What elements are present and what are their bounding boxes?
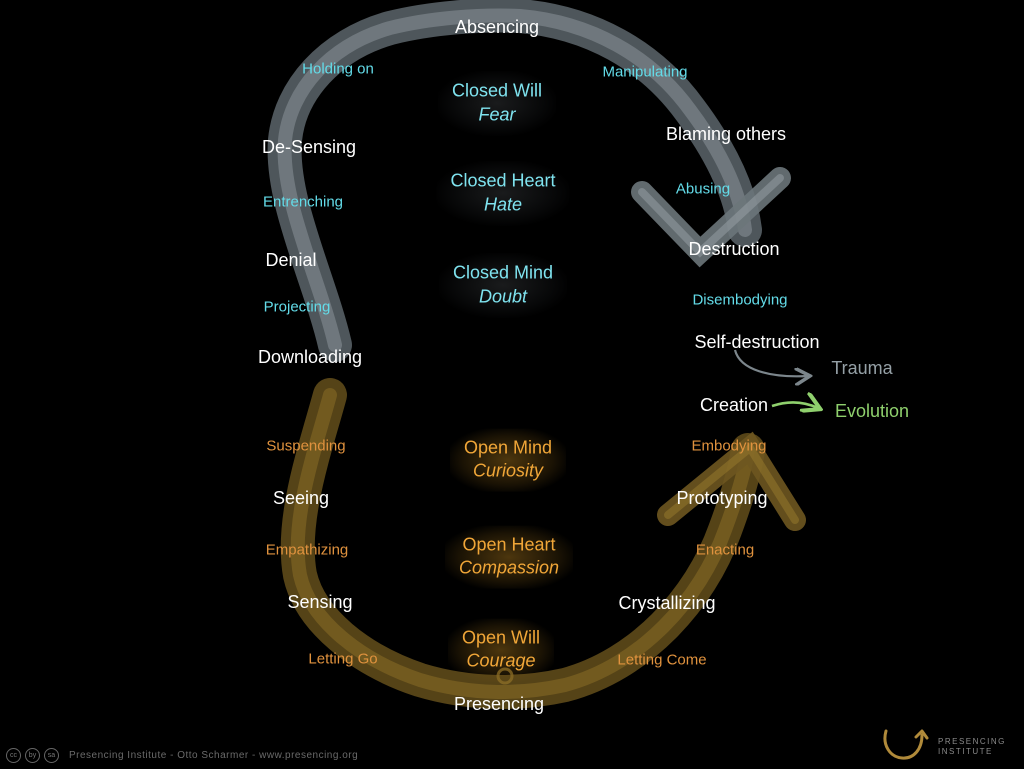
open-will-label: Open Will [461,627,541,648]
action-manipulating: Manipulating [602,63,688,81]
logo-text-line2: INSTITUTE [938,746,993,756]
action-entrenching: Entrenching [262,193,344,211]
action-abusing: Abusing [675,180,731,198]
node-sensing: Sensing [287,592,353,612]
footer: cc by sa Presencing Institute - Otto Sch… [6,745,358,765]
closed-will-box: Closed Will Fear [437,70,557,136]
node-de-sensing: De-Sensing [261,137,357,157]
action-letting-come: Letting Come [617,651,707,669]
node-downloading: Downloading [257,347,363,367]
action-embodying: Embodying [691,437,767,455]
closed-will-label: Closed Will [451,80,543,101]
presencing-label: Presencing [453,694,545,714]
trauma-arrow [733,349,808,376]
fear-label: Fear [478,105,516,125]
open-heart-box: Open Heart Compassion [444,525,574,589]
hate-label: Hate [483,195,523,215]
action-enacting: Enacting [695,541,755,559]
sa-icon: sa [44,747,59,763]
doubt-label: Doubt [478,287,528,307]
action-disembodying: Disembodying [692,291,788,309]
open-mind-box: Open Mind Curiosity [449,428,567,492]
action-letting-go: Letting Go [308,650,378,668]
action-holding-on: Holding on [302,60,374,78]
action-suspending: Suspending [266,437,346,455]
closed-mind-label: Closed Mind [452,262,554,283]
closed-heart-box: Closed Heart Hate [436,160,570,226]
logo-text-line1: PRESENCING [938,737,1006,746]
action-projecting: Projecting [263,298,331,316]
open-heart-label: Open Heart [462,534,556,555]
open-mind-label: Open Mind [463,437,553,458]
cc-icon: cc [6,747,21,763]
logo-arc-icon [883,729,929,760]
node-destruction: Destruction [688,239,780,259]
open-will-box: Open Will Courage [447,618,555,682]
footer-credit: Presencing Institute - Otto Scharmer - w… [69,749,359,761]
node-seeing: Seeing [272,488,330,508]
action-empathizing: Empathizing [265,541,349,559]
node-self-destruction: Self-destruction [694,332,820,352]
absencing-label: Absencing [454,17,540,37]
presencing-arc [280,378,806,709]
node-denial: Denial [265,250,317,270]
closed-mind-box: Closed Mind Doubt [438,252,568,318]
node-prototyping: Prototyping [676,488,768,508]
evolution-arrow [771,402,818,408]
closed-heart-label: Closed Heart [450,170,556,191]
node-crystallizing: Crystallizing [618,593,716,613]
by-icon: by [25,747,40,763]
outcome-trauma: Trauma [831,358,893,378]
presencing-institute-logo: PRESENCING INSTITUTE [880,723,1016,763]
node-creation: Creation [699,395,769,415]
outcome-evolution: Evolution [834,401,910,421]
curiosity-label: Curiosity [472,461,543,481]
courage-label: Courage [466,651,536,671]
node-blaming-others: Blaming others [665,124,787,144]
absencing-arc [267,0,791,362]
compassion-label: Compassion [458,558,560,578]
